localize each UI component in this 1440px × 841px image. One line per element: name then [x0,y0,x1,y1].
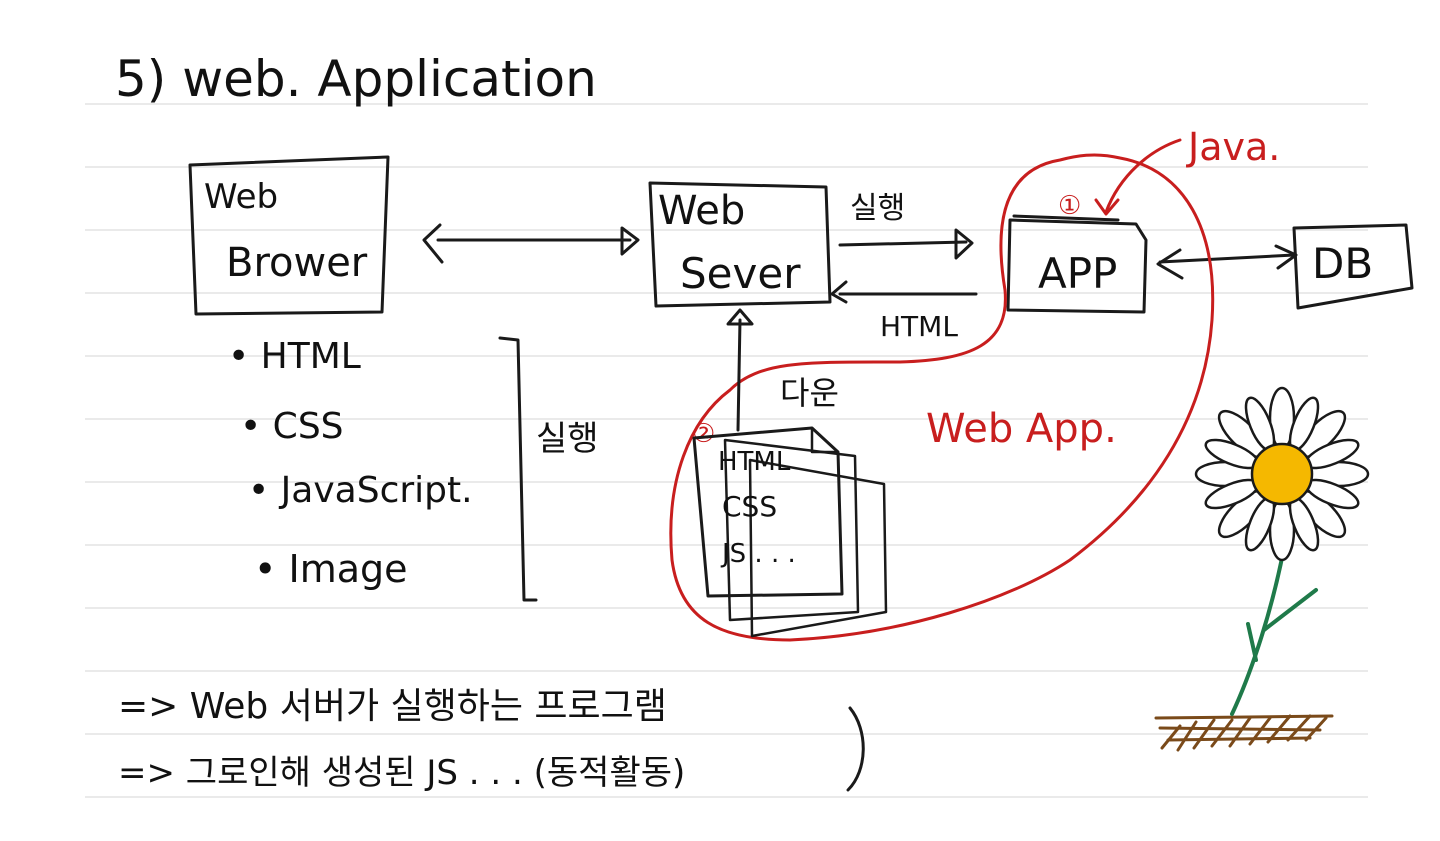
resource-item-css: • CSS [240,406,344,447]
server-node: Web Sever [648,181,832,308]
execute-arrow: 실행 [838,191,974,260]
browser-label-line1: Web [204,177,278,217]
circle-1-label: ① [1058,191,1081,221]
execute-bracket: 실행 [498,336,599,602]
html-return-label: HTML [880,310,958,343]
flower-soil [1154,714,1334,752]
db-label: DB [1312,239,1373,288]
doc-line-html: HTML [718,447,791,477]
browser-node: Web Brower [188,155,390,316]
ruled-lines [85,103,1368,798]
resource-list: • HTML • CSS • JavaScript. • Image [228,336,473,591]
download-label: 다운 [780,374,839,412]
app-label: APP [1038,249,1117,298]
resource-item-javascript: • JavaScript. [248,470,473,511]
java-annotation: Java. ① [1058,125,1280,221]
notes: => Web 서버가 실행하는 프로그램 => 그로인해 생성된 JS . . … [118,686,865,793]
note-line-1: => Web 서버가 실행하는 프로그램 [118,686,667,727]
browser-label-line2: Brower [226,240,368,286]
flower-leaf-right [1262,588,1318,632]
server-label-line1: Web [658,188,745,234]
download-arrow: 다운 ② [692,308,839,449]
resource-item-html: • HTML [228,336,361,377]
java-label: Java. [1186,125,1280,169]
page-title: 5) web. Application [115,50,597,108]
resource-item-image: • Image [254,547,408,591]
circle-2-label: ② [692,419,715,449]
html-return-arrow: HTML [830,280,978,343]
flower-doodle [1154,386,1370,752]
doc-line-js: JS . . . [720,539,796,569]
web-app-boundary: Web App. [669,153,1215,642]
app-db-arrow [1156,244,1298,280]
db-node: DB [1292,223,1414,310]
server-label-line2: Sever [680,249,801,298]
note-line-2: => 그로인해 생성된 JS . . . (동적활동) [118,753,685,793]
doc-line-css: CSS [722,490,777,523]
app-node: APP [1006,214,1148,314]
execute-side-label: 실행 [536,419,599,459]
execute-top-label: 실행 [850,191,905,226]
web-app-label: Web App. [926,406,1117,452]
flower-leaf-left [1246,622,1258,662]
document-stack: HTML CSS JS . . . [692,426,888,638]
browser-server-arrow [422,223,640,264]
flower-center [1250,442,1314,506]
flower-stem [1230,546,1286,716]
